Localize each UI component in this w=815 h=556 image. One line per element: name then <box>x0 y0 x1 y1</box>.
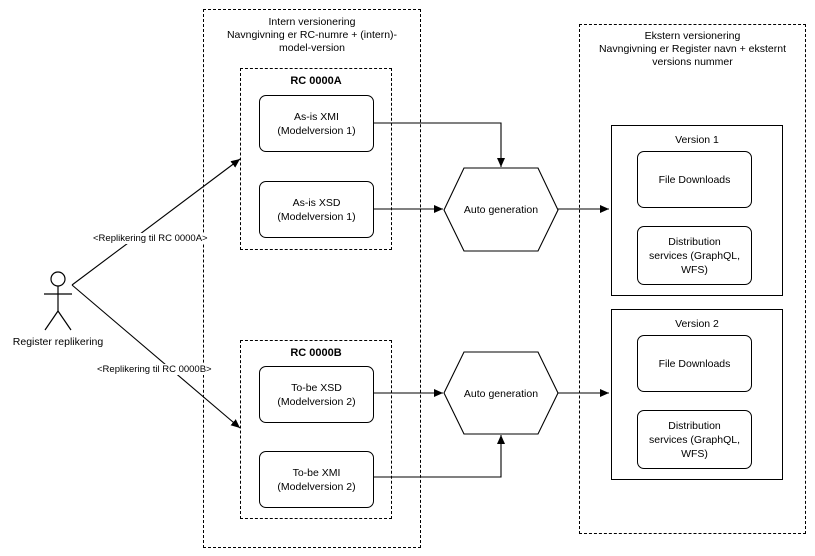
rc-0000a-frame <box>240 68 392 250</box>
version-2-title: Version 2 <box>675 318 719 330</box>
auto-generation-label-b: Auto generation <box>463 387 539 400</box>
asis-xmi-box: As-is XMI (Modelversion 1) <box>259 95 374 152</box>
tobe-xmi-label: To-be XMI <box>292 466 341 479</box>
rc-0000a-title: RC 0000A <box>290 75 342 87</box>
version-1-dist-line-1: Distribution <box>668 235 721 248</box>
tobe-xsd-version: (Modelversion 2) <box>277 395 356 408</box>
asis-xmi-label: As-is XMI <box>294 110 339 123</box>
version-1-file-downloads-label: File Downloads <box>658 173 731 186</box>
version-2-dist-line-3: WFS) <box>681 447 708 460</box>
edge-asis-xmi-to-auto <box>373 122 505 167</box>
edge-actor-to-rc-a <box>71 158 241 286</box>
internal-title-line-1: Intern versionering <box>268 16 356 28</box>
internal-title-line-3: model-version <box>279 42 345 54</box>
auto-generation-label-a: Auto generation <box>463 203 539 216</box>
version-2-file-downloads-label: File Downloads <box>658 357 731 370</box>
version-2-distribution-services: Distribution services (GraphQL, WFS) <box>637 410 752 469</box>
external-title-line-3: versions nummer <box>652 56 733 68</box>
asis-xsd-version: (Modelversion 1) <box>277 210 356 223</box>
version-2-frame <box>611 309 783 480</box>
external-title-line-2: Navngivning er Register navn + eksternt <box>598 43 787 55</box>
auto-generation-hexagon-b <box>443 351 559 435</box>
version-1-distribution-services: Distribution services (GraphQL, WFS) <box>637 226 752 285</box>
tobe-xmi-box: To-be XMI (Modelversion 2) <box>259 451 374 508</box>
version-2-dist-line-2: services (GraphQL, <box>648 433 741 446</box>
internal-title-line-2: Navngivning er RC-numre + (intern)- <box>226 29 398 41</box>
rc-0000b-title: RC 0000B <box>290 347 342 359</box>
version-2-file-downloads: File Downloads <box>637 335 752 392</box>
edge-label-to-rc-a: <Replikering til RC 0000A> <box>92 233 209 244</box>
tobe-xsd-label: To-be XSD <box>291 381 342 394</box>
asis-xsd-label: As-is XSD <box>292 196 341 209</box>
version-2-dist-line-1: Distribution <box>668 419 721 432</box>
external-title-line-1: Ekstern versionering <box>644 30 741 42</box>
version-1-title: Version 1 <box>675 134 719 146</box>
actor-label: Register replikering <box>12 336 104 348</box>
internal-versioning-title: Intern versionering Navngivning er RC-nu… <box>203 16 421 55</box>
version-1-dist-line-2: services (GraphQL, <box>648 249 741 262</box>
version-1-dist-line-3: WFS) <box>681 263 708 276</box>
edge-actor-to-rc-b <box>71 284 241 429</box>
edge-label-to-rc-b: <Replikering til RC 0000B> <box>96 364 213 375</box>
version-1-file-downloads: File Downloads <box>637 151 752 208</box>
actor-icon <box>44 271 72 331</box>
edge-tobe-xmi-to-auto <box>373 435 505 478</box>
tobe-xsd-box: To-be XSD (Modelversion 2) <box>259 366 374 423</box>
tobe-xmi-version: (Modelversion 2) <box>277 480 356 493</box>
asis-xmi-version: (Modelversion 1) <box>277 124 356 137</box>
version-1-frame <box>611 125 783 296</box>
rc-0000b-frame <box>240 340 392 519</box>
internal-versioning-frame <box>203 9 421 548</box>
auto-generation-hexagon-a <box>443 167 559 252</box>
asis-xsd-box: As-is XSD (Modelversion 1) <box>259 181 374 238</box>
external-versioning-title: Ekstern versionering Navngivning er Regi… <box>579 30 806 69</box>
external-versioning-frame <box>579 24 806 534</box>
